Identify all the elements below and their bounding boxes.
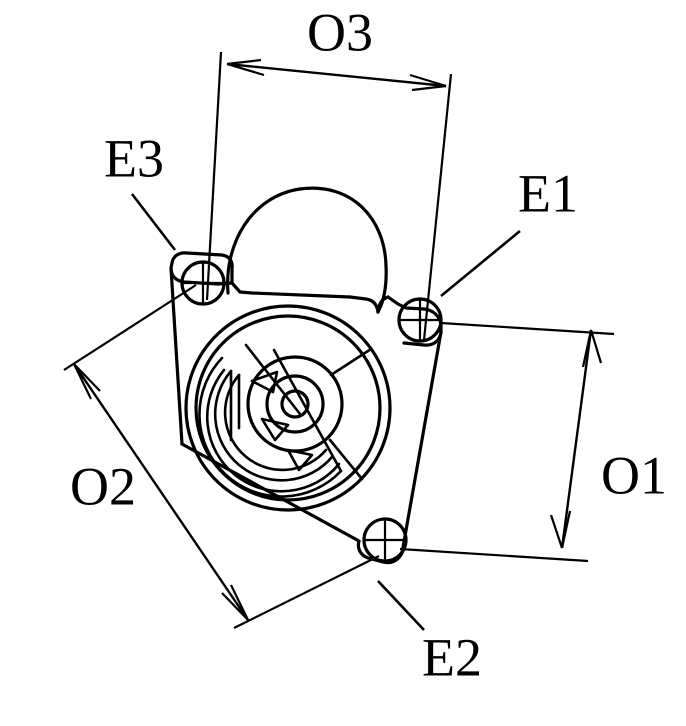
feature-label-e2: E2 (422, 627, 482, 687)
flange-lower-left-edge (180, 442, 361, 543)
lever-arm-upper (244, 343, 302, 416)
internal-arc-2 (205, 368, 341, 493)
e1-leader-line (440, 229, 521, 298)
boss-e3-outline (169, 251, 234, 286)
dimension-label-o3: O3 (307, 2, 373, 62)
part-outline-group (169, 186, 443, 565)
pinion-tooth-1 (250, 370, 279, 394)
o1-arrow-top (581, 329, 603, 368)
flange-top-edge-left (216, 281, 352, 299)
hub-center-bore (280, 389, 310, 419)
dimension-o3-group: O3 (205, 2, 453, 341)
dimension-label-o2: O2 (70, 456, 136, 516)
e3-leader-line (130, 193, 177, 251)
feature-label-e3: E3 (104, 128, 164, 188)
internal-arc-4 (223, 373, 328, 472)
dimension-label-o1: O1 (601, 445, 667, 505)
o3-arrow-left (226, 58, 265, 77)
dome-right-taper (348, 295, 380, 314)
flange-right-edge (400, 330, 443, 555)
o2-arrow-lower (221, 584, 249, 621)
o2-extension-lower (233, 555, 380, 629)
o1-extension-top (440, 321, 615, 336)
o3-arrow-right (409, 73, 447, 92)
hub-spoke-lower-right (328, 438, 364, 481)
hole-e3-center-mark (182, 262, 224, 304)
o2-arrow-upper (73, 363, 101, 400)
pinion-tooth-3 (286, 448, 314, 472)
hub-outer-ring (246, 355, 344, 453)
callout-e3-group: E3 (104, 128, 177, 251)
o1-dimension-line (560, 329, 593, 549)
solenoid-dome-outline (226, 186, 388, 314)
e2-leader-line (377, 580, 425, 631)
hole-e2-center-mark (364, 519, 406, 561)
o1-arrow-bottom (549, 510, 572, 549)
o2-dimension-line (73, 363, 249, 621)
o3-extension-left (205, 51, 223, 301)
callout-e2-group: E2 (377, 580, 482, 687)
dimension-o1-group: O1 (399, 321, 667, 563)
dimension-o2-group: O2 (63, 284, 380, 629)
o2-extension-upper (63, 284, 197, 371)
o3-extension-right (422, 73, 453, 341)
hub-spoke-upper-right (329, 347, 373, 377)
o1-extension-bottom (399, 547, 589, 563)
body-outer-circle (184, 304, 392, 512)
flange-top-edge-right (386, 295, 426, 311)
flange-left-edge (169, 266, 184, 446)
hole-e1-center-mark (399, 299, 441, 341)
hub-middle-ring (265, 374, 325, 434)
body-inner-circle (194, 314, 382, 502)
pinion-tooth-2 (260, 417, 290, 442)
internal-arc-3 (213, 369, 334, 482)
o3-dimension-line (226, 62, 447, 88)
internal-arc-1 (198, 356, 343, 498)
callout-e1-group: E1 (440, 163, 578, 298)
feature-label-e1: E1 (518, 163, 578, 223)
